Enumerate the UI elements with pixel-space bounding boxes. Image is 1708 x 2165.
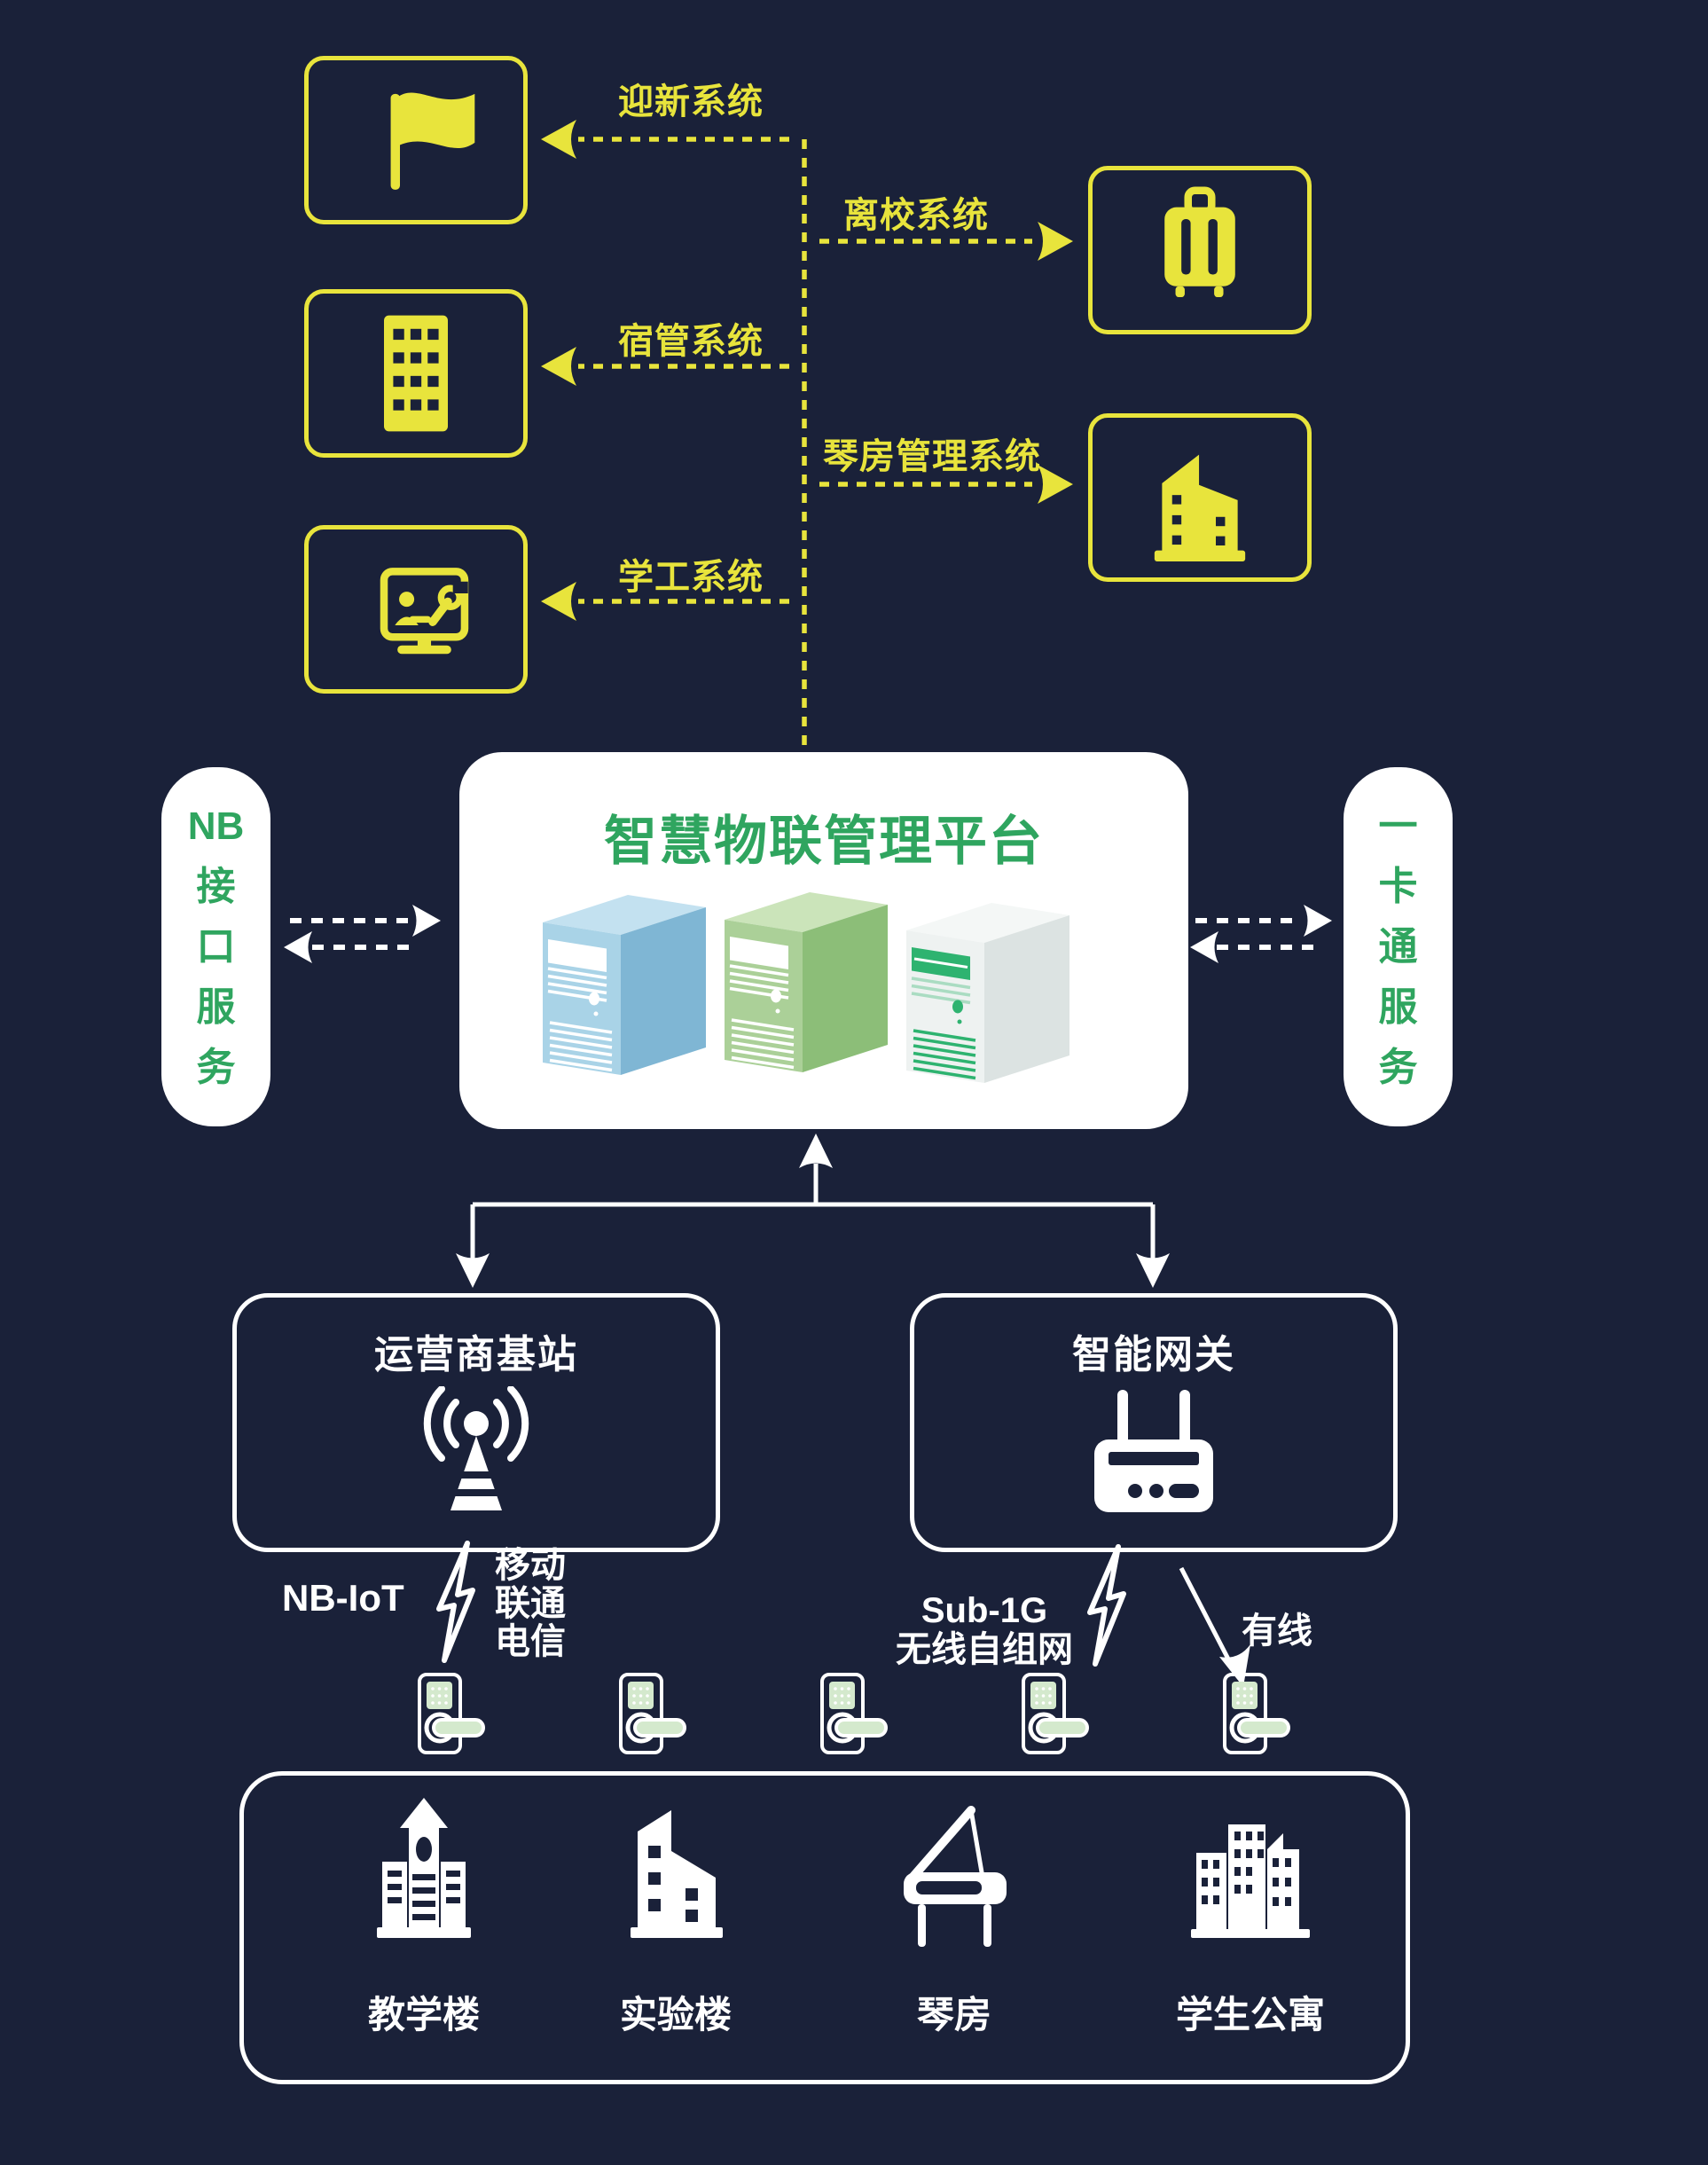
system-box-piano-mgmt: [1088, 413, 1312, 582]
lightning-bolt-sub1g: [1087, 1544, 1126, 1667]
piano-building-icon: [1154, 454, 1246, 561]
carrier-unicom: 联通: [495, 1584, 566, 1623]
router-icon: [1094, 1390, 1213, 1512]
antenna-icon: [423, 1386, 529, 1510]
system-box-leave: [1088, 166, 1312, 334]
connector-arrowheads-white: [284, 905, 1332, 963]
grand-piano-icon: [904, 1806, 1007, 1947]
card-service-line: 服: [1378, 984, 1418, 1029]
label-leave-system: 离校系统: [843, 196, 989, 235]
door-lock-icon: [1223, 1673, 1290, 1754]
label-dorm-system: 宿管系统: [618, 322, 764, 361]
door-lock-icon: [1022, 1673, 1089, 1754]
server-blue: [543, 895, 706, 1075]
label-piano-mgmt-system: 琴房管理系统: [823, 437, 1041, 476]
carrier-mobile: 移动: [495, 1546, 566, 1585]
school-building-icon: [377, 1798, 471, 1938]
door-lock-icon: [418, 1673, 485, 1754]
campus-box: [239, 1771, 1410, 2084]
connector-arrowheads-yellow: [541, 120, 1073, 621]
server-gray: [906, 903, 1069, 1083]
label-student-apartment: 学生公寓: [1175, 1994, 1325, 2036]
lab-building-icon: [631, 1810, 723, 1938]
system-box-welcome: [304, 56, 528, 224]
nb-iot-label: NB-IoT: [282, 1577, 404, 1619]
sub1g-line1: Sub-1G: [921, 1591, 1048, 1630]
nb-service-line: 服: [196, 984, 236, 1029]
flag-icon: [390, 92, 475, 190]
label-student-affairs-system: 学工系统: [618, 558, 764, 597]
connector-nb-platform: [290, 918, 1323, 950]
door-lock-icon: [619, 1673, 686, 1754]
card-service-line: 通: [1378, 924, 1418, 969]
carrier-list: 移动 联通 电信: [495, 1547, 566, 1661]
nb-interface-service: NB 接 口 服 务: [161, 767, 270, 1126]
sub1g-line2: 无线自组网: [896, 1630, 1073, 1669]
carrier-telecom: 电信: [495, 1622, 566, 1661]
platform-card: 智慧物联管理平台: [459, 752, 1188, 1129]
dorm-building-icon: [384, 315, 448, 432]
base-station-title: 运营商基站: [374, 1333, 578, 1377]
base-station-box: 运营商基站: [232, 1293, 720, 1552]
one-card-service: 一 卡 通 服 务: [1344, 767, 1453, 1126]
monitor-wrench-icon: [380, 568, 469, 655]
connector-platform-nodes: [470, 1164, 1237, 1673]
label-piano-room: 琴房: [916, 1994, 991, 2036]
wired-label: 有线: [1242, 1612, 1312, 1651]
gateway-title: 智能网关: [1072, 1333, 1235, 1377]
apartment-buildings-icon: [1191, 1824, 1310, 1938]
label-welcome-system: 迎新系统: [618, 82, 764, 122]
label-teaching-building: 教学楼: [367, 1994, 480, 2036]
card-service-line: 务: [1378, 1045, 1418, 1089]
card-service-line: 卡: [1378, 864, 1418, 908]
gateway-box: 智能网关: [910, 1293, 1398, 1552]
door-lock-icon: [820, 1673, 888, 1754]
system-box-student-affairs: [304, 525, 528, 694]
lightning-bolt-nbiot: [436, 1541, 475, 1663]
sub1g-label: Sub-1G 无线自组网: [896, 1591, 1073, 1669]
nb-service-line: 口: [196, 924, 236, 969]
connector-systems-trunk: [578, 137, 1032, 749]
platform-title: 智慧物联管理平台: [604, 812, 1044, 871]
suitcase-icon: [1164, 186, 1235, 298]
server-towers-illustration: [543, 892, 1069, 1083]
connector-tree-arrowheads: [456, 1133, 1250, 1687]
card-service-line: 一: [1378, 804, 1418, 848]
system-box-dorm: [304, 289, 528, 458]
nb-service-line: 务: [196, 1045, 236, 1089]
nb-service-line: NB: [187, 804, 245, 848]
label-lab-building: 实验楼: [619, 1994, 732, 2036]
nb-service-line: 接: [196, 864, 236, 908]
server-green: [725, 892, 888, 1072]
